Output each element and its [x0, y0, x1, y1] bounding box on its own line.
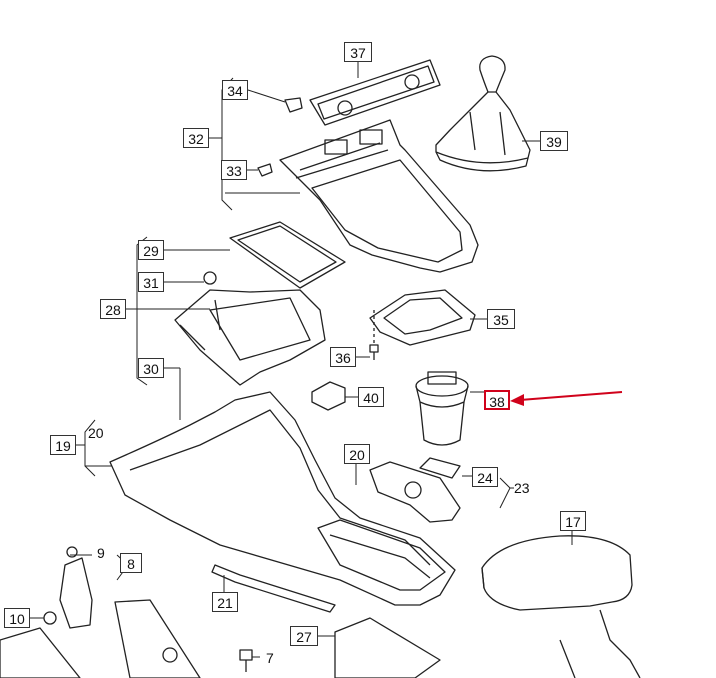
label-7: 7 — [266, 650, 274, 666]
part-21-trim-strip — [211, 564, 336, 613]
part-27-lid — [334, 617, 441, 678]
callout-36: 36 — [330, 347, 356, 367]
part-32-center-trim-panel — [279, 119, 479, 273]
lower-trim-panel — [0, 599, 201, 678]
callout-38-highlighted: 38 — [484, 390, 510, 410]
callout-30: 30 — [138, 358, 164, 378]
part-40-connector — [311, 381, 346, 411]
part-38-cup-holder — [415, 371, 469, 446]
callout-24: 24 — [472, 467, 498, 487]
part-28-storage-tray — [174, 271, 326, 386]
part-33-clip — [257, 163, 273, 177]
callout-8: 8 — [120, 553, 142, 573]
part-19-center-console — [109, 391, 456, 606]
part-8-bracket — [43, 546, 93, 629]
callout-34: 34 — [222, 80, 248, 100]
callout-20: 20 — [344, 444, 370, 464]
callout-19: 19 — [50, 435, 76, 455]
callout-10: 10 — [4, 608, 30, 628]
callout-21: 21 — [212, 592, 238, 612]
part-34-clip — [284, 97, 303, 113]
callout-32: 32 — [183, 128, 209, 148]
callout-29: 29 — [138, 240, 164, 260]
part-37-trim-cover — [309, 59, 441, 126]
callout-37: 37 — [344, 42, 372, 62]
label-20-left: 20 — [88, 425, 104, 441]
label-9: 9 — [97, 545, 105, 561]
callout-33: 33 — [221, 160, 247, 180]
part-24-cover — [419, 457, 461, 479]
part-7-screw — [239, 649, 253, 672]
label-23: 23 — [514, 480, 530, 496]
callout-40: 40 — [358, 387, 384, 407]
part-17-armrest — [481, 535, 641, 678]
callout-27: 27 — [290, 626, 318, 646]
highlight-arrow — [510, 391, 623, 406]
callout-28: 28 — [100, 299, 126, 319]
part-35-frame — [369, 289, 476, 346]
callout-17: 17 — [560, 511, 586, 531]
callout-39: 39 — [540, 131, 568, 151]
callout-31: 31 — [138, 272, 164, 292]
part-36-screw — [369, 310, 379, 360]
part-39-shift-boot — [435, 55, 531, 172]
callout-35: 35 — [487, 309, 515, 329]
leader-lines — [28, 62, 573, 658]
part-23-tray — [369, 461, 461, 523]
part-29-storage-mat — [229, 221, 346, 289]
